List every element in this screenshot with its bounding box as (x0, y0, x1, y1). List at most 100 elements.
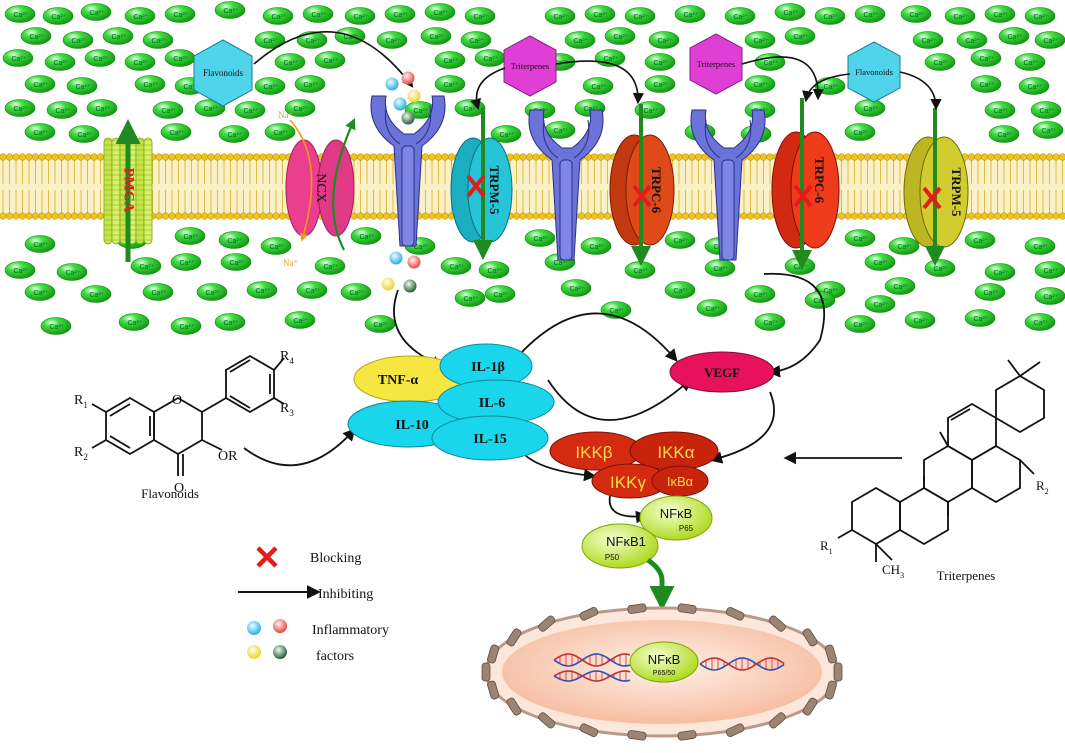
svg-text:Ca²⁺: Ca²⁺ (634, 267, 649, 275)
svg-text:Ca²⁺: Ca²⁺ (864, 105, 879, 113)
svg-text:Ca²⁺: Ca²⁺ (52, 13, 67, 21)
svg-text:Ca²⁺: Ca²⁺ (14, 11, 29, 19)
cytokine-il15: IL-15 (431, 415, 549, 461)
svg-text:Ca²⁺: Ca²⁺ (898, 243, 913, 251)
nuclear-nfkb-label: NFκB (648, 652, 681, 667)
legend-inhibiting: Inhibiting (318, 587, 373, 602)
svg-text:Ca²⁺: Ca²⁺ (344, 33, 359, 41)
flavonoid-ligand-2-label: Flavonoids (855, 67, 893, 77)
svg-text:Ca²⁺: Ca²⁺ (934, 59, 949, 67)
svg-text:Ca²⁺: Ca²⁺ (228, 131, 243, 139)
svg-text:Ca²⁺: Ca²⁺ (306, 287, 321, 295)
vegf-node: VEGF (669, 351, 775, 393)
svg-text:Ca²⁺: Ca²⁺ (162, 107, 177, 115)
block-icon (632, 184, 652, 208)
svg-text:Ca²⁺: Ca²⁺ (654, 81, 669, 89)
svg-text:Ca²⁺: Ca²⁺ (674, 287, 689, 295)
ikk-alpha-label: IKKα (657, 443, 694, 462)
svg-text:Ca²⁺: Ca²⁺ (594, 11, 609, 19)
cytokine-il6: IL-6 (437, 379, 555, 425)
svg-text:Ca²⁺: Ca²⁺ (470, 37, 485, 45)
triterpene-ligand-1-label: Triterpenes (511, 61, 549, 71)
svg-text:Ca²⁺: Ca²⁺ (34, 129, 49, 137)
svg-text:Ca²⁺: Ca²⁺ (394, 11, 409, 19)
svg-text:Ca²⁺: Ca²⁺ (954, 13, 969, 21)
ikk-complex: IKKβ IKKα IKKγ IκBα (549, 431, 719, 499)
svg-text:Ca²⁺: Ca²⁺ (274, 129, 289, 137)
flavonoid-structure (91, 354, 285, 476)
svg-text:Ca²⁺: Ca²⁺ (444, 57, 459, 65)
legend-factor-yellow (247, 645, 261, 659)
svg-text:Ca²⁺: Ca²⁺ (30, 33, 45, 41)
svg-text:Ca²⁺: Ca²⁺ (614, 33, 629, 41)
svg-text:Ca²⁺: Ca²⁺ (674, 237, 689, 245)
svg-text:R2: R2 (1036, 478, 1049, 496)
triterpene-ligand-2-label: Triterpenes (697, 59, 735, 69)
svg-text:Ca²⁺: Ca²⁺ (96, 105, 111, 113)
svg-text:Ca²⁺: Ca²⁺ (922, 37, 937, 45)
svg-text:R3: R3 (280, 401, 294, 418)
svg-text:Ca²⁺: Ca²⁺ (170, 129, 185, 137)
calcium-ions: Ca²⁺ Ca²⁺ Ca²⁺ Ca²⁺ Ca²⁺ Ca²⁺ Ca²⁺ Ca²⁺ Ca²⁺ Ca²⁺… (2, 1, 1065, 335)
ncx-label: NCX (313, 173, 328, 203)
svg-text:Ca²⁺: Ca²⁺ (1044, 37, 1059, 45)
il6-label: IL-6 (479, 396, 505, 411)
triterpene-structure-labels: R1 R2 CH3 (820, 478, 1049, 580)
ikk-beta-label: IKKβ (575, 443, 612, 462)
svg-text:Ca²⁺: Ca²⁺ (644, 107, 659, 115)
svg-text:Ca²⁺: Ca²⁺ (78, 131, 93, 139)
flavonoid-ligand-2: Flavonoids (847, 41, 901, 103)
svg-text:Ca²⁺: Ca²⁺ (874, 259, 889, 267)
svg-text:Ca²⁺: Ca²⁺ (998, 131, 1013, 139)
legend-blocking: Blocking (310, 551, 361, 566)
svg-text:Ca²⁺: Ca²⁺ (244, 107, 259, 115)
svg-text:Ca²⁺: Ca²⁺ (684, 11, 699, 19)
svg-text:Ca²⁺: Ca²⁺ (474, 13, 489, 21)
trpm5-a-label: TRPM-5 (487, 165, 502, 215)
nfkb1-label: NFκB1 (606, 534, 646, 549)
trpm5-channel-b: TRPM-5 (903, 108, 969, 266)
svg-text:R2: R2 (74, 445, 88, 462)
signal-arrows (243, 272, 902, 524)
pmca-label: PMCA (121, 168, 137, 213)
svg-text:Ca²⁺: Ca²⁺ (72, 37, 87, 45)
legend: Blocking Inhibiting Inflammatory factors (238, 546, 389, 664)
tnf-label: TNF-α (378, 373, 419, 388)
svg-text:Ca²⁺: Ca²⁺ (910, 11, 925, 19)
block-icon (793, 184, 813, 208)
svg-text:Ca²⁺: Ca²⁺ (414, 107, 429, 115)
il10-label: IL-10 (395, 418, 428, 433)
svg-text:Ca²⁺: Ca²⁺ (386, 37, 401, 45)
svg-text:Ca²⁺: Ca²⁺ (50, 323, 65, 331)
svg-text:Ca²⁺: Ca²⁺ (56, 107, 71, 115)
svg-text:Ca²⁺: Ca²⁺ (284, 59, 299, 67)
svg-text:Ca²⁺: Ca²⁺ (228, 237, 243, 245)
legend-block-icon (256, 546, 278, 568)
svg-text:Ca²⁺: Ca²⁺ (604, 55, 619, 63)
svg-text:Ca²⁺: Ca²⁺ (184, 83, 199, 91)
svg-text:Ca²⁺: Ca²⁺ (974, 315, 989, 323)
il15-label: IL-15 (473, 432, 506, 447)
svg-text:Ca²⁺: Ca²⁺ (854, 235, 869, 243)
svg-text:Ca²⁺: Ca²⁺ (90, 9, 105, 17)
svg-text:Ca²⁺: Ca²⁺ (34, 81, 49, 89)
svg-text:Ca²⁺: Ca²⁺ (76, 83, 91, 91)
svg-text:Ca²⁺: Ca²⁺ (306, 37, 321, 45)
svg-text:Ca²⁺: Ca²⁺ (734, 13, 749, 21)
svg-text:Ca²⁺: Ca²⁺ (764, 319, 779, 327)
il1b-label: IL-1β (471, 360, 505, 375)
svg-text:Ca²⁺: Ca²⁺ (554, 127, 569, 135)
svg-text:Ca²⁺: Ca²⁺ (112, 33, 127, 41)
svg-text:Ca²⁺: Ca²⁺ (534, 235, 549, 243)
svg-text:Ca²⁺: Ca²⁺ (864, 11, 879, 19)
svg-text:Ca²⁺: Ca²⁺ (994, 11, 1009, 19)
triterpene-caption: Triterpenes (937, 568, 996, 583)
svg-text:Ca²⁺: Ca²⁺ (464, 295, 479, 303)
svg-text:Ca²⁺: Ca²⁺ (610, 307, 625, 315)
svg-text:Ca²⁺: Ca²⁺ (1042, 127, 1057, 135)
svg-text:Ca²⁺: Ca²⁺ (1044, 293, 1059, 301)
inflammatory-factors (381, 71, 421, 293)
ligand-arrows (253, 31, 942, 111)
svg-text:Ca²⁺: Ca²⁺ (754, 37, 769, 45)
cytokine-il1b: IL-1β (439, 343, 533, 389)
